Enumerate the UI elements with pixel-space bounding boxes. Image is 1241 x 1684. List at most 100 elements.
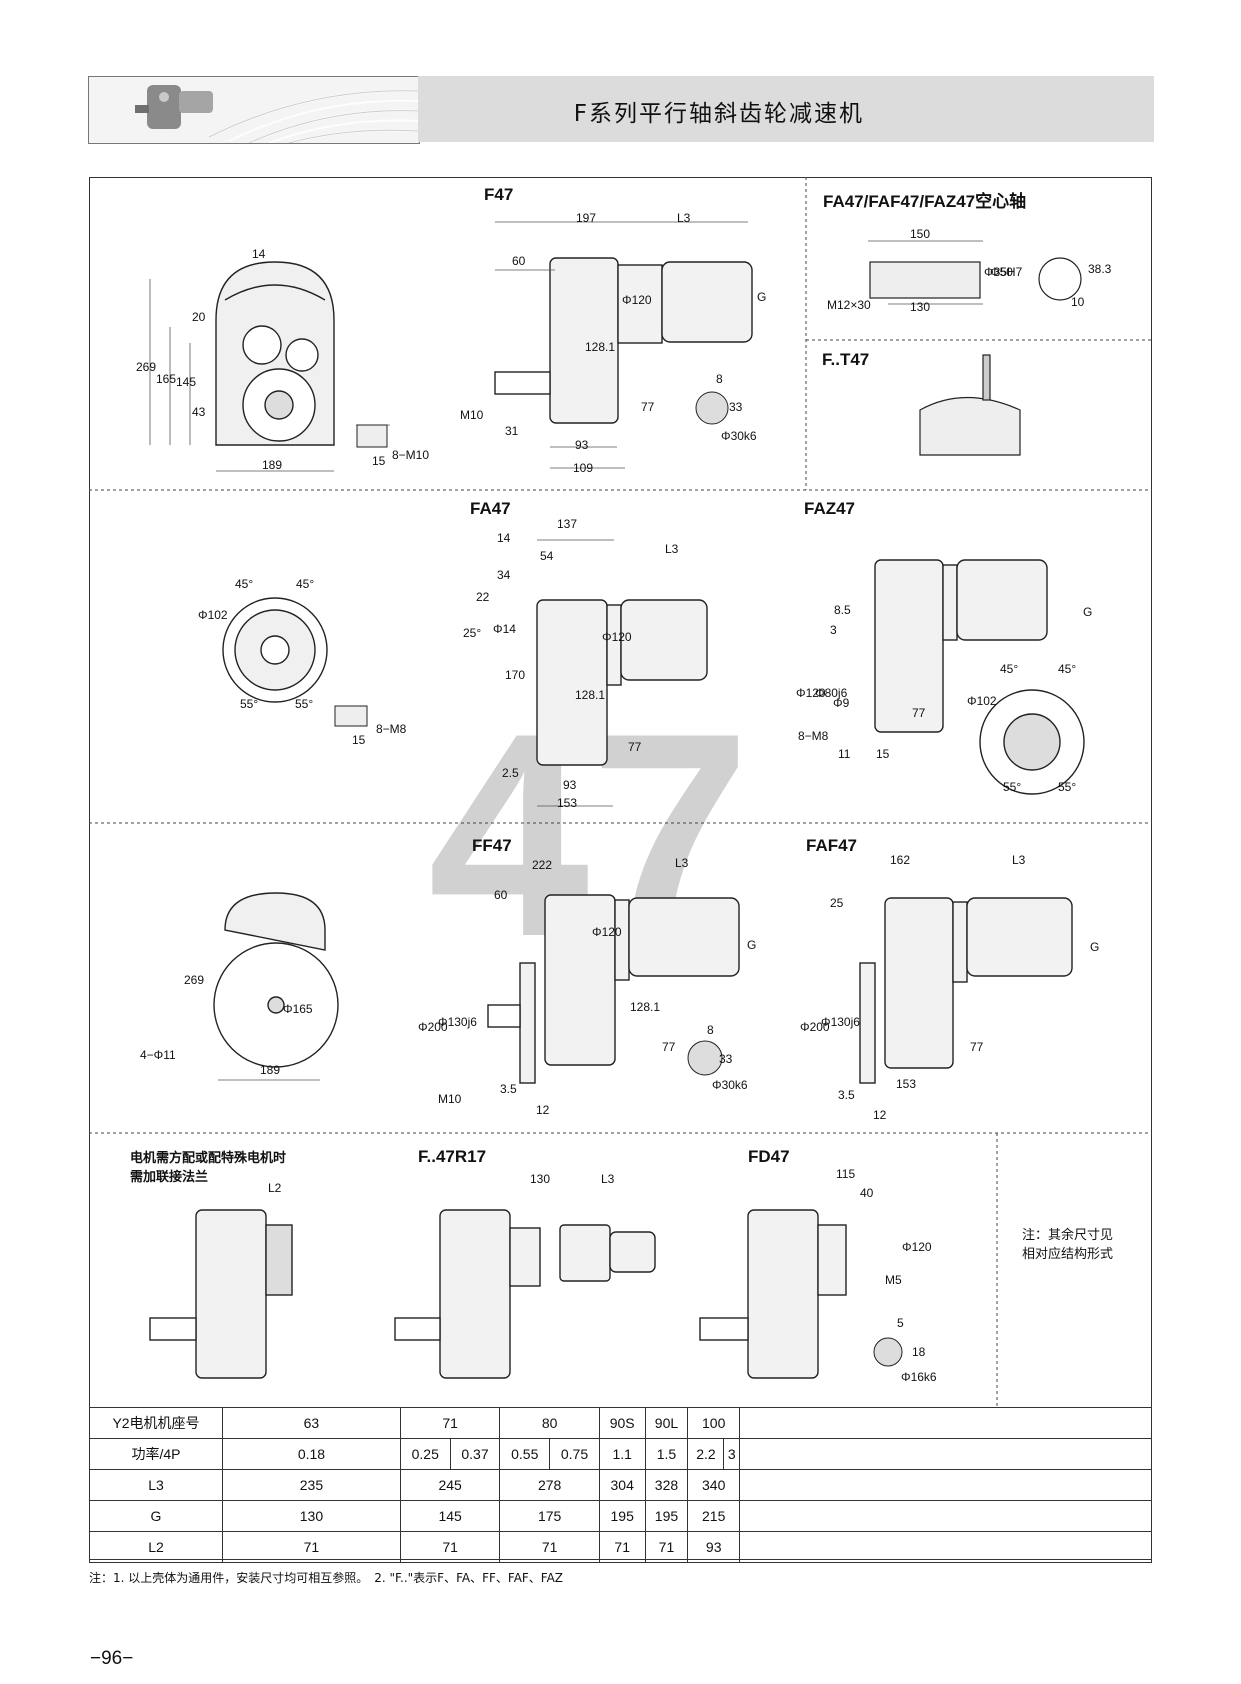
dim-25-deg: 25° [463,626,482,640]
dim-phi130j6-ff47: Φ130j6 [438,1015,477,1029]
f47-side-view [494,257,753,424]
ff47-side-view [487,894,740,1084]
table-cell: 93 [687,1531,740,1563]
label-fa47: FA47 [470,499,511,518]
torque-arm-view [919,354,1021,456]
table-cell: 195 [598,1500,646,1532]
row-header: L2 [89,1531,223,1563]
dim-31: 31 [505,424,519,438]
dim-12-ff47: 12 [536,1103,550,1117]
table-cell: 130 [222,1500,401,1532]
dim-14: 14 [252,247,266,261]
ff47-shaft-key-section [687,1040,723,1076]
dim-93-fa47: 93 [563,778,577,792]
dim-189-ff47: 189 [260,1063,281,1077]
dim-38-3: 38.3 [1088,262,1112,276]
dim-45-right-fa47: 45° [296,577,315,591]
dim-3-5-faf47: 3.5 [838,1088,855,1102]
label-faz47: FAZ47 [804,499,856,518]
label-fa-hollow-shaft: FA47/FAF47/FAZ47空心轴 [823,192,1027,211]
dim-l3-ff47: L3 [675,856,689,870]
dim-phi50: Φ50 [990,265,1013,279]
motor-adapter-view [149,1209,293,1379]
dim-165: 165 [156,372,177,386]
dim-phi80j6: Φ80j6 [815,686,848,700]
dim-15-fa47: 15 [352,733,366,747]
header-band [418,76,1154,142]
dim-2-5: 2.5 [502,766,519,780]
table-cell: 71 [222,1531,401,1563]
gearbox-thumbnail-icon [135,85,420,144]
dim-phi200-faf47: Φ200 [800,1020,830,1034]
dim-g-f47: G [757,290,767,304]
dim-l3-faf47: L3 [1012,853,1026,867]
dim-phi14: Φ14 [493,622,516,636]
dim-128-1-fa47: 128.1 [575,688,606,702]
dim-77-faz47: 77 [912,706,926,720]
dim-153-faf47: 153 [896,1077,917,1091]
ff47-end-view [213,892,339,1068]
dim-m12x30: M12×30 [827,298,871,312]
table-cell: 0.37 [449,1438,501,1470]
row-header: 功率/4P [89,1438,223,1470]
table-cell: 71 [644,1531,689,1563]
page-title: F系列平行轴斜齿轮减速机 [573,101,864,127]
dim-22: 22 [476,590,490,604]
dim-153-fa47: 153 [557,796,578,810]
table-cell: 63 [222,1407,401,1439]
label-faf47: FAF47 [806,836,858,855]
dim-77-fa47: 77 [628,740,642,754]
dim-40: 40 [860,1186,874,1200]
dim-phi120-fd47: Φ120 [902,1240,932,1254]
dim-43: 43 [192,405,206,419]
table-cell: 0.25 [399,1438,451,1470]
f47-end-view [215,261,335,446]
table-cell: 340 [687,1469,740,1501]
row-header: Y2电机机座号 [89,1407,223,1439]
footnote: 注：1. 以上壳体为通用件，安装尺寸均可相互参照。 2. "F.."表示F、FA… [89,1571,564,1585]
table-cell: 328 [644,1469,689,1501]
faz47-side-view [874,559,1048,733]
dim-45-left-fa47: 45° [235,577,254,591]
dim-phi200-ff47: Φ200 [418,1020,448,1034]
dim-10: 10 [1071,295,1085,309]
other-note-line1: 注：其余尺寸见 [1022,1228,1114,1243]
motor-note-line2: 需加联接法兰 [130,1170,209,1185]
dim-8-m10: 8−M10 [392,448,430,462]
row-header: G [89,1500,223,1532]
dim-109: 109 [573,461,594,475]
dim-150: 150 [910,227,931,241]
dim-145: 145 [176,375,197,389]
dim-77-faf47: 77 [970,1040,984,1054]
dim-l3-r17: L3 [601,1172,615,1186]
table-cell: 2.2 [687,1438,725,1470]
table-cell-empty [739,1407,1152,1439]
page-header: F系列平行轴斜齿轮减速机 [88,76,1154,144]
table-cell: 90S [598,1407,646,1439]
fd47-side-view [699,1209,847,1379]
dim-m10-ff47: M10 [438,1092,462,1106]
dim-phi30k6-ff47: Φ30k6 [712,1078,748,1092]
faz47-flange-end-view [979,689,1085,795]
dim-5: 5 [897,1316,904,1330]
table-cell: 100 [687,1407,740,1439]
table-cell-empty [739,1531,1152,1563]
dim-phi130j6-faf47: Φ130j6 [821,1015,860,1029]
table-cell: 71 [499,1531,600,1563]
dim-222: 222 [532,858,553,872]
table-cell-empty [739,1438,1152,1470]
dim-130-r17: 130 [530,1172,551,1186]
dim-11: 11 [838,747,851,761]
table-cell: 71 [399,1531,501,1563]
fa47-tapped-hole-detail [334,705,368,727]
dim-15-faz47: 15 [876,747,890,761]
page-number: −96− [90,1648,134,1669]
table-row: Y2电机机座号 63 71 80 90S 90L 100 [89,1407,1152,1439]
table-cell: 80 [499,1407,600,1439]
label-fd47: FD47 [748,1147,790,1166]
dim-34: 34 [497,568,511,582]
label-ff47: FF47 [472,836,512,855]
f47r17-side-view [394,1209,656,1379]
table-row: L2 71 71 71 71 71 93 [89,1531,1152,1563]
